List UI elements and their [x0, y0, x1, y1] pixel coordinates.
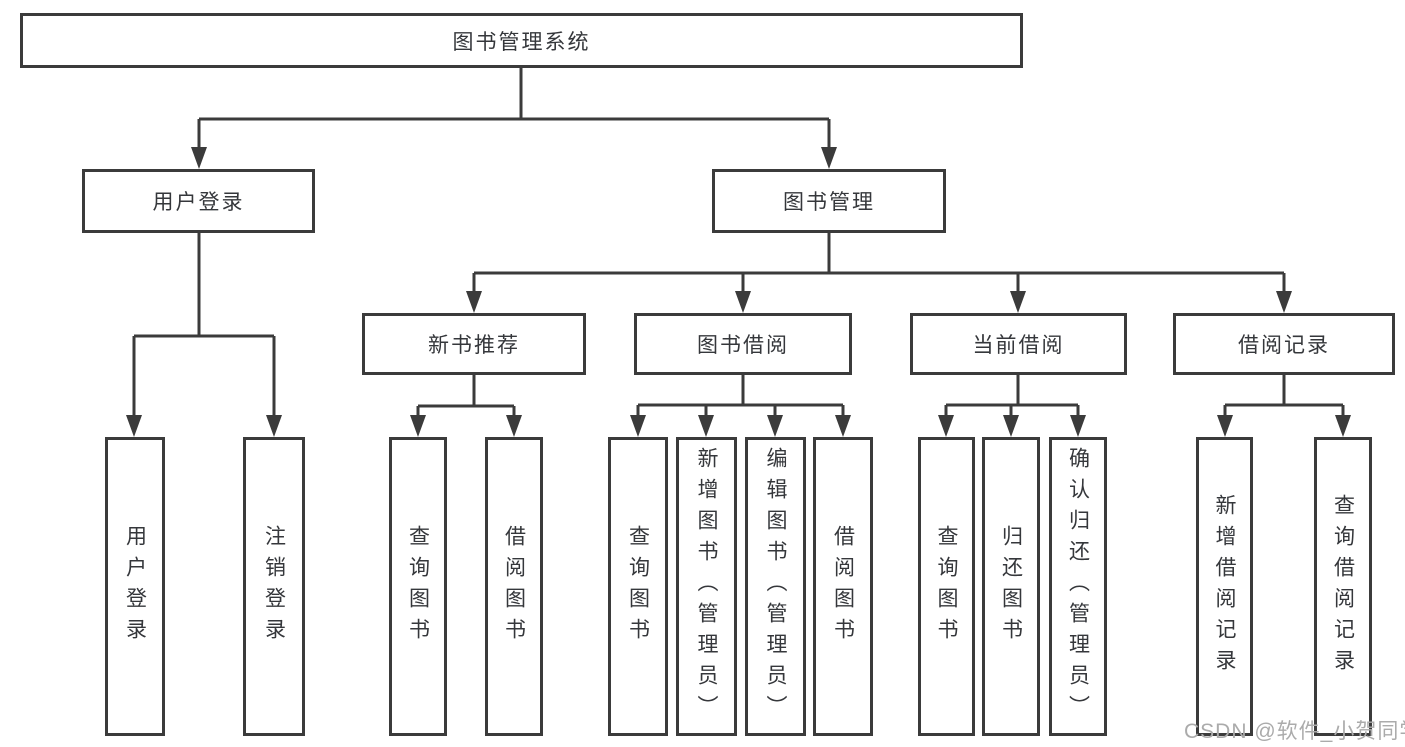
- watermark: CSDN @软件_小贺同学: [1184, 720, 1405, 743]
- node-label: 借阅记录: [1238, 334, 1330, 357]
- node-label: 新书推荐: [428, 334, 520, 357]
- leaf-return-book: 归还图书: [982, 437, 1040, 736]
- node-label: 归还图书: [999, 524, 1023, 649]
- node-label: 查询图书: [935, 524, 958, 649]
- node-label: 图书管理系统: [452, 30, 591, 54]
- node-current-borrow: 当前借阅: [910, 313, 1127, 375]
- leaf-borrow-book: 借阅图书: [813, 437, 873, 736]
- node-label: 编辑图书（管理员）: [764, 447, 787, 726]
- node-label: 借阅图书: [502, 524, 526, 649]
- node-label: 图书借阅: [697, 334, 789, 357]
- node-user-login: 用户登录: [82, 169, 315, 233]
- leaf-add-book-admin: 新增图书（管理员）: [676, 437, 737, 736]
- node-label: 新增借阅记录: [1213, 493, 1236, 680]
- leaf-query-book-current: 查询图书: [918, 437, 975, 736]
- leaf-borrow-book-recommend: 借阅图书: [485, 437, 543, 736]
- node-label: 确认归还（管理员）: [1066, 447, 1090, 726]
- node-label: 查询借阅记录: [1331, 493, 1355, 680]
- leaf-query-borrow-record: 查询借阅记录: [1314, 437, 1372, 736]
- node-root-library-system: 图书管理系统: [20, 13, 1023, 68]
- leaf-edit-book-admin: 编辑图书（管理员）: [745, 437, 806, 736]
- leaf-user-login: 用户登录: [105, 437, 165, 736]
- node-label: 查询图书: [406, 524, 430, 649]
- leaf-query-book-borrow: 查询图书: [608, 437, 668, 736]
- leaf-confirm-return-admin: 确认归还（管理员）: [1049, 437, 1107, 736]
- node-label: 注销登录: [262, 524, 286, 649]
- node-label: 当前借阅: [972, 334, 1065, 357]
- leaf-query-book-recommend: 查询图书: [389, 437, 447, 736]
- node-label: 用户登录: [123, 524, 147, 649]
- leaf-add-borrow-record: 新增借阅记录: [1196, 437, 1253, 736]
- node-label: 查询图书: [626, 524, 650, 649]
- node-label: 图书管理: [783, 191, 875, 214]
- node-label: 用户登录: [152, 191, 245, 214]
- node-label: 借阅图书: [831, 524, 855, 649]
- node-book-borrow: 图书借阅: [634, 313, 852, 375]
- node-label: 新增图书（管理员）: [695, 447, 718, 726]
- arrowheads: [126, 147, 1351, 437]
- node-new-book-recommend: 新书推荐: [362, 313, 586, 375]
- node-book-management: 图书管理: [712, 169, 946, 233]
- node-borrow-records: 借阅记录: [1173, 313, 1395, 375]
- leaf-logout: 注销登录: [243, 437, 305, 736]
